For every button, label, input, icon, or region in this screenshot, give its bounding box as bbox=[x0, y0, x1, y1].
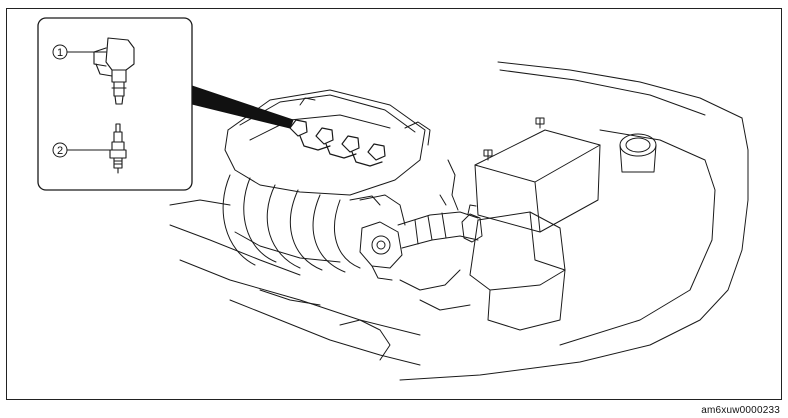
air-cleaner-box bbox=[469, 211, 566, 331]
callout-number-2: 2 bbox=[57, 145, 63, 157]
callout-circle-2 bbox=[52, 142, 68, 158]
ignition-coil-detail bbox=[93, 37, 135, 105]
ignition-coils-installed bbox=[289, 119, 386, 167]
intake-sensor bbox=[461, 204, 483, 243]
battery bbox=[474, 117, 601, 233]
callout-pointer bbox=[191, 85, 294, 129]
intake-manifold bbox=[222, 174, 406, 273]
coolant-reservoir bbox=[619, 133, 657, 173]
vehicle-body-outline bbox=[169, 61, 749, 381]
engine-bay-details bbox=[259, 159, 471, 311]
throttle-body bbox=[359, 221, 403, 281]
callout-circle-1 bbox=[52, 44, 68, 60]
spark-plug-detail bbox=[109, 123, 127, 174]
callout-number-1: 1 bbox=[57, 47, 63, 59]
figure-code: am6xuw0000233 bbox=[701, 405, 780, 416]
parts-inset: 1 2 bbox=[37, 17, 193, 191]
engine-cam-cover bbox=[224, 89, 431, 196]
